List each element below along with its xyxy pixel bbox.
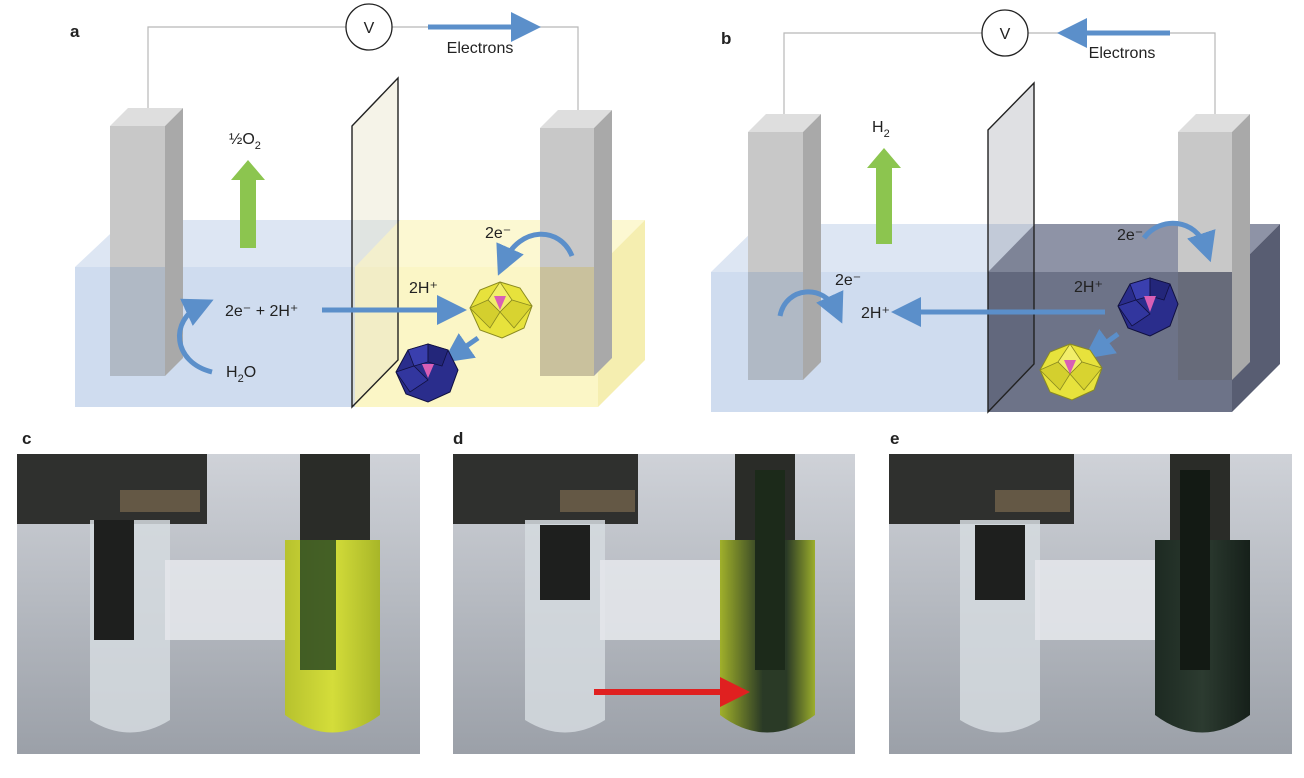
left-electrode-top bbox=[110, 108, 183, 126]
electrons-label-b: Electrons bbox=[1089, 45, 1156, 62]
voltmeter-circle bbox=[345, 3, 393, 51]
photo-e-left-electrode bbox=[975, 525, 1025, 600]
right-electrode-immersed-b bbox=[1178, 272, 1232, 380]
photo-d: d bbox=[453, 429, 855, 754]
panel-a-letter: a bbox=[70, 22, 80, 41]
photo-d-clamp bbox=[453, 454, 638, 524]
right-electrode-immersed bbox=[540, 267, 594, 376]
voltmeter-label-b: V bbox=[1000, 26, 1011, 43]
electrons-right-label: 2e⁻ bbox=[485, 225, 511, 242]
reduced-cluster-arrow bbox=[442, 333, 480, 363]
left-electrode-immersed-b bbox=[748, 272, 803, 380]
panel-a: a V Electrons ½O2 2e⁻ + 2H⁺ H2O bbox=[70, 3, 645, 409]
left-electrode-side-b bbox=[803, 114, 821, 380]
electrons-label: Electrons bbox=[447, 40, 514, 57]
photo-e-right-electrode bbox=[1180, 470, 1210, 670]
protons-right-label-b: 2H⁺ bbox=[1074, 279, 1103, 296]
blue-polyoxometalate-b bbox=[1117, 277, 1179, 337]
panel-b-letter: b bbox=[721, 29, 731, 48]
photo-c-clamp bbox=[17, 454, 207, 524]
water-oxidation-arrow bbox=[177, 298, 214, 375]
photo-d-left-electrode bbox=[540, 525, 590, 600]
oxygen-label: ½O2 bbox=[229, 131, 261, 152]
right-electrode-side-b bbox=[1232, 114, 1250, 380]
photo-c: c bbox=[17, 429, 420, 754]
voltmeter-label: V bbox=[364, 20, 375, 37]
gas-arrow-h2 bbox=[867, 148, 901, 244]
left-electrode-immersed bbox=[110, 267, 165, 376]
photo-e-clamp bbox=[889, 454, 1074, 524]
photo-d-right-electrode bbox=[755, 470, 785, 670]
photo-e-letter: e bbox=[890, 429, 899, 448]
photo-c-left-electrode bbox=[94, 520, 134, 640]
hydrogen-label: H2 bbox=[872, 119, 890, 140]
right-electrode-top-b bbox=[1178, 114, 1250, 132]
left-electrode-side bbox=[165, 108, 183, 376]
voltmeter-circle-b bbox=[981, 9, 1029, 57]
photo-c-bridge bbox=[165, 560, 290, 640]
photo-d-bridge bbox=[600, 560, 725, 640]
water-label: H2O bbox=[226, 364, 256, 385]
proton-reduction-arrow bbox=[777, 289, 844, 324]
electrons-left-label-b: 2e⁻ bbox=[835, 272, 861, 289]
photo-c-clamp-right bbox=[300, 454, 370, 544]
gas-arrow-o2 bbox=[231, 160, 265, 248]
protons-left-label-b: 2H⁺ bbox=[861, 305, 890, 322]
photo-c-letter: c bbox=[22, 429, 31, 448]
photo-d-letter: d bbox=[453, 429, 463, 448]
electron-oxidation-arrow bbox=[1141, 220, 1216, 263]
products-label: 2e⁻ + 2H⁺ bbox=[225, 303, 298, 320]
photo-c-right-electrode bbox=[300, 540, 336, 670]
right-electrode-top bbox=[540, 110, 612, 128]
electrons-right-label-b: 2e⁻ bbox=[1117, 227, 1143, 244]
membrane bbox=[351, 76, 399, 409]
protons-label: 2H⁺ bbox=[409, 280, 438, 297]
blue-polyoxometalate bbox=[395, 343, 459, 403]
photo-e-bridge bbox=[1035, 560, 1160, 640]
electron-reduction-arrow bbox=[496, 231, 575, 276]
membrane-b bbox=[987, 81, 1035, 414]
left-electrode-top-b bbox=[748, 114, 821, 132]
yellow-polyoxometalate-b bbox=[1039, 343, 1103, 401]
photo-e: e bbox=[889, 429, 1292, 754]
wire-left-b bbox=[783, 32, 982, 118]
right-electrode-side bbox=[594, 110, 612, 376]
oxidized-cluster-arrow bbox=[1083, 329, 1120, 359]
panel-b: b V Electrons H2 2e⁻ 2H⁺ bbox=[711, 9, 1280, 414]
wire-left bbox=[147, 26, 346, 108]
yellow-polyoxometalate bbox=[469, 281, 533, 339]
